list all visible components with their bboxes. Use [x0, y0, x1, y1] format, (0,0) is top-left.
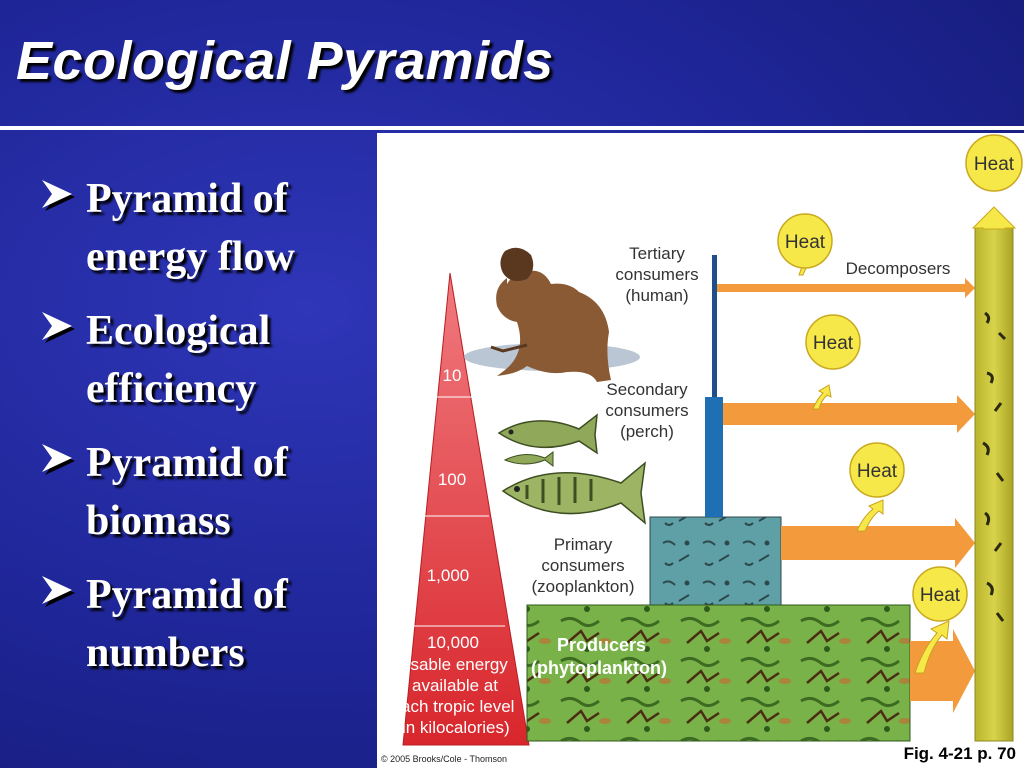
bullet-item: Ecological efficiency [38, 302, 368, 418]
heat-circle [912, 566, 968, 622]
energy-pyramid: 10 100 1,000 10,000 Usable energy availa… [392, 272, 530, 746]
pyramid-level-100: 100 [438, 470, 466, 489]
tertiary-bar [712, 255, 717, 397]
pyramid-caption-line: each tropic level [392, 697, 515, 716]
heat-markers: Heat Heat Heat Heat [777, 213, 968, 674]
energy-flow-diagram: 10 100 1,000 10,000 Usable energy availa… [381, 134, 1023, 764]
heat-arrow-icon [914, 620, 950, 674]
bullet-text: energy flow [86, 234, 295, 280]
figure-reference: Fig. 4-21 p. 70 [903, 744, 1016, 763]
zooplankton-block [649, 516, 782, 606]
arrow-secondary [723, 395, 975, 433]
bullet-item: Pyramid of numbers [38, 566, 368, 682]
decomposer-column: Heat [965, 134, 1023, 742]
bullet-text: numbers [86, 630, 245, 676]
heat-label: Heat [857, 461, 898, 482]
arrowhead-bullet-icon [42, 444, 75, 475]
slide-title: Ecological Pyramids [16, 31, 554, 91]
pyramid-level-10000: 10,000 [427, 633, 479, 652]
heat-circle [849, 442, 905, 498]
secondary-label: consumers [605, 401, 688, 420]
tertiary-label: consumers [615, 265, 698, 284]
producers-label: (phytoplankton) [531, 658, 667, 678]
arrowhead-bullet-icon [42, 312, 75, 343]
pyramid-level-1000: 1,000 [427, 566, 470, 585]
human-illustration [464, 247, 640, 382]
perch-illustration [497, 413, 646, 525]
heat-label: Heat [920, 585, 961, 606]
bullet-text: Pyramid of [86, 176, 288, 222]
bullet-item: Pyramid of biomass [38, 434, 368, 550]
bullet-text: Ecological [86, 308, 271, 354]
heat-circle [777, 213, 833, 269]
pyramid-level-10: 10 [443, 366, 462, 385]
title-divider [0, 126, 1024, 130]
arrowhead-bullet-icon [42, 576, 75, 607]
arrow-tertiary [717, 278, 975, 298]
bullet-text: Pyramid of [86, 572, 288, 618]
bullet-text: Pyramid of [86, 440, 288, 486]
tertiary-label: Tertiary [629, 244, 685, 263]
copyright-text: © 2005 Brooks/Cole - Thomson [381, 754, 507, 764]
arrow-primary [781, 518, 975, 568]
heat-arrow-icon [856, 499, 884, 532]
secondary-label: Secondary [606, 380, 688, 399]
pyramid-caption-line: Usable energy [398, 655, 508, 674]
primary-label: consumers [541, 556, 624, 575]
tertiary-label: (human) [625, 286, 688, 305]
heat-circle [805, 314, 861, 370]
primary-label: Primary [554, 535, 613, 554]
heat-label: Heat [974, 154, 1015, 175]
bullet-item: Pyramid of energy flow [38, 170, 368, 286]
heat-arrow-icon [812, 384, 832, 410]
producers-block [526, 604, 911, 742]
primary-label: (zooplankton) [531, 577, 634, 596]
bullet-text: efficiency [86, 366, 257, 412]
pyramid-caption-line: available at [412, 676, 498, 695]
bullet-text: biomass [86, 498, 231, 544]
energy-arrows [717, 278, 975, 713]
producers-label: Producers [557, 635, 646, 655]
heat-label: Heat [813, 333, 854, 354]
arrowhead-bullet-icon [42, 180, 75, 211]
pyramid-caption-line: (in kilocalories) [396, 718, 509, 737]
secondary-bar [705, 397, 723, 517]
secondary-label: (perch) [620, 422, 674, 441]
decomposers-label: Decomposers [846, 259, 951, 278]
heat-circle [965, 134, 1023, 192]
bullet-list: Pyramid of energy flow Ecological effici… [38, 170, 368, 698]
energy-flow-figure: 10 100 1,000 10,000 Usable energy availa… [377, 133, 1024, 768]
heat-label: Heat [785, 232, 826, 253]
